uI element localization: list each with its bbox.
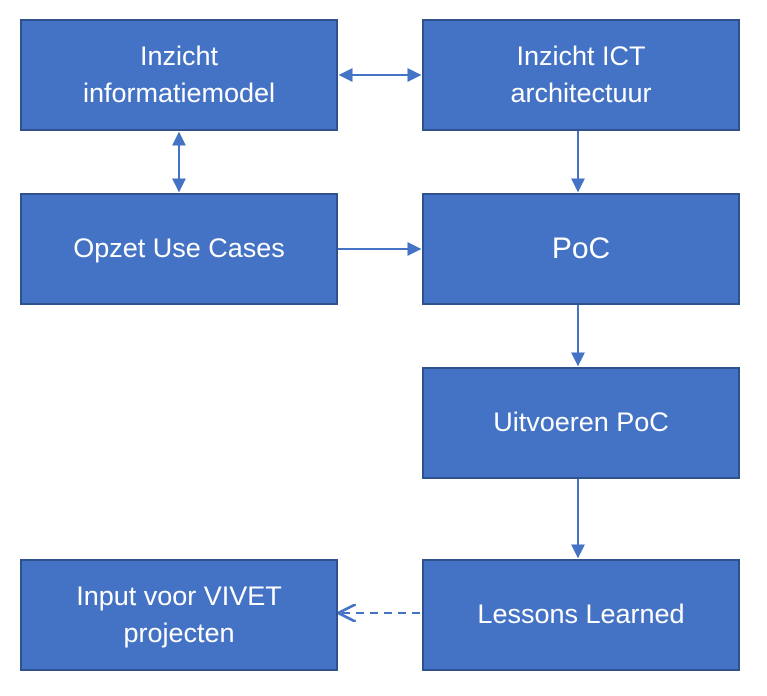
box-input-voor-vivet-projecten: Input voor VIVET projecten [20,559,338,671]
box-inzicht-ict-architectuur: Inzicht ICT architectuur [422,19,740,131]
box-poc: PoC [422,193,740,305]
box-opzet-use-cases: Opzet Use Cases [20,193,338,305]
box-uitvoeren-poc: Uitvoeren PoC [422,367,740,479]
box-inzicht-informatiemodel: Inzicht informatiemodel [20,19,338,131]
box-lessons-learned: Lessons Learned [422,559,740,671]
